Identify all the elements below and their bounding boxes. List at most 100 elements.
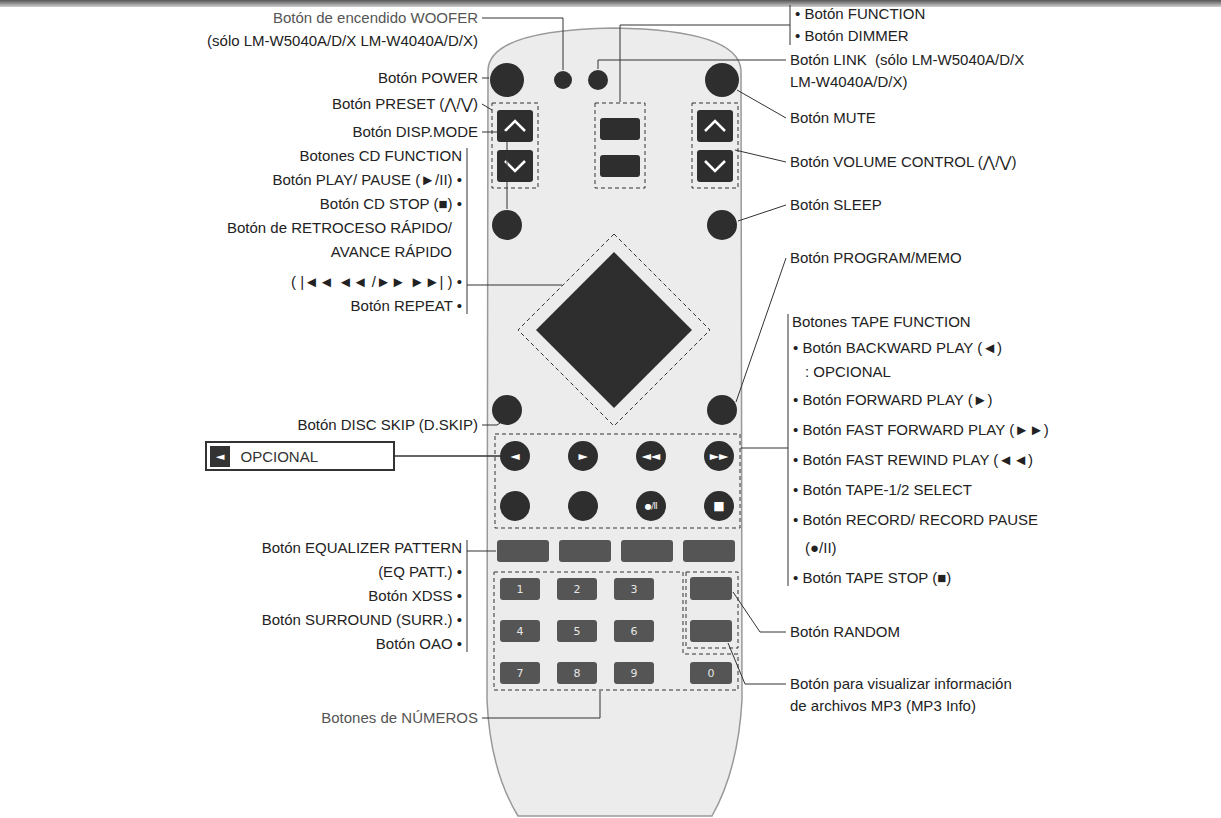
dashed-group	[492, 103, 538, 188]
number-key: 5	[557, 620, 597, 642]
program-button	[707, 395, 737, 425]
key-number: 6	[631, 625, 638, 638]
tape-button	[568, 491, 598, 521]
key-number: 2	[574, 583, 581, 596]
callout-label: Botón XDSS •	[368, 587, 462, 605]
key-number: 7	[517, 667, 524, 680]
leader-lines	[467, 5, 790, 718]
preset-down	[497, 150, 533, 182]
power-button	[490, 63, 524, 97]
callout-label: Botón SURROUND (SURR.) •	[262, 611, 462, 629]
tape-button: ◄	[500, 441, 530, 471]
remote-body	[487, 28, 742, 816]
dashed-group	[595, 103, 645, 188]
callout-label: Botón EQUALIZER PATTERN	[262, 539, 462, 557]
callout-label: Botón DISP.MODE	[352, 123, 478, 141]
callout-label: LM-W4040A/D/X)	[790, 73, 908, 91]
callout-label: • Botón FAST REWIND PLAY (◄◄)	[793, 451, 1033, 469]
callout-label: Botones TAPE FUNCTION	[792, 313, 971, 331]
callout-label: (EQ PATT.) •	[378, 563, 462, 581]
key-number: 4	[517, 625, 524, 638]
key-number: 8	[574, 667, 581, 680]
number-key: 7	[500, 662, 540, 684]
number-key: 1	[500, 578, 540, 600]
callout-label: (●/II)	[805, 539, 837, 557]
callout-label: Botón SLEEP	[790, 196, 882, 214]
callout-label: Botón PROGRAM/MEMO	[790, 249, 962, 267]
callout-label: Botón de RETROCESO RÁPIDO/	[227, 219, 452, 237]
callout-label: Botón DISC SKIP (D.SKIP)	[297, 416, 478, 434]
dashed-group	[495, 434, 740, 528]
dashed-diamond	[518, 234, 710, 426]
tape-button: ◄◄	[636, 441, 666, 471]
number-key: 2	[557, 578, 597, 600]
callout-label: (sólo LM-W5040A/D/X LM-W4040A/D/X)	[207, 32, 478, 50]
volume-up	[697, 110, 733, 142]
callout-label: • Botón BACKWARD PLAY (◄)	[793, 339, 1002, 357]
callout-label: • Botón DIMMER	[795, 27, 909, 45]
down-chevron	[705, 161, 725, 171]
dimmer-button	[600, 155, 640, 177]
down-chevron	[505, 161, 525, 171]
dashed-group	[494, 572, 738, 690]
top-bar	[0, 0, 1221, 7]
up-chevron	[705, 121, 725, 131]
dskip-button	[492, 395, 522, 425]
tape-button: ■	[704, 491, 734, 521]
callout-label: Botón RANDOM	[790, 623, 900, 641]
cd-diamond-pad	[536, 252, 692, 408]
volume-down	[697, 150, 733, 182]
callout-label: • Botón TAPE-1/2 SELECT	[793, 481, 972, 499]
callout-label: Botón CD STOP (■) •	[320, 195, 462, 213]
callout-label: • Botón FAST FORWARD PLAY (►►)	[793, 421, 1049, 439]
callout-label: • Botón RECORD/ RECORD PAUSE	[793, 511, 1038, 529]
dispmode-button	[492, 210, 522, 240]
function-button	[600, 118, 640, 140]
callout-label: AVANCE RÁPIDO	[331, 243, 452, 261]
key-number: 3	[631, 583, 638, 596]
tape-button: ●/II	[636, 491, 666, 521]
callout-text: OPCIONAL	[240, 448, 318, 465]
callout-label: : OPCIONAL	[805, 363, 891, 381]
button-symbol: ►►	[710, 449, 728, 463]
xdss-button	[559, 540, 611, 562]
callout-text: ◄	[210, 446, 230, 467]
callout-label: Botones CD FUNCTION	[299, 147, 462, 165]
optional-callout-box: ◄ OPCIONAL	[205, 441, 395, 471]
mp3info-button	[690, 620, 732, 642]
up-chevron	[505, 121, 525, 131]
button-symbol: ■	[713, 499, 724, 513]
callout-connector	[395, 456, 500, 457]
preset-up	[497, 110, 533, 142]
callout-label: ( |◄◄ ◄◄ /►► ►►| ) •	[291, 273, 462, 291]
callout-label: • Botón TAPE STOP (■)	[793, 569, 951, 587]
number-key: 3	[614, 578, 654, 600]
link-button	[588, 70, 608, 90]
key-number: 5	[574, 625, 581, 638]
key-number: 9	[631, 667, 638, 680]
callout-label: Botón REPEAT •	[351, 297, 462, 315]
callout-label: Botón OAO •	[376, 635, 462, 653]
callout-label: Botón LINK (sólo LM-W5040A/D/X	[790, 51, 1024, 69]
button-symbol: ●/II	[645, 502, 657, 511]
callout-label: Botón PRESET (⋀/⋁)	[332, 95, 478, 113]
number-key: 9	[614, 662, 654, 684]
key-number: 1	[517, 583, 524, 596]
dashed-group	[686, 572, 738, 648]
callout-label: Botón VOLUME CONTROL (⋀/⋁)	[790, 153, 1017, 171]
callout-label: Botones de NÚMEROS	[321, 709, 478, 727]
number-key: 0	[690, 662, 732, 684]
callout-label: Botón de encendido WOOFER	[273, 9, 478, 27]
surround-button	[621, 540, 673, 562]
tape-button: ►►	[704, 441, 734, 471]
tape-button: ►	[568, 441, 598, 471]
number-key: 4	[500, 620, 540, 642]
mute-button	[705, 63, 739, 97]
eq-button	[497, 540, 549, 562]
callout-label: • Botón FORWARD PLAY (►)	[793, 391, 993, 409]
button-symbol: ◄◄	[642, 449, 660, 463]
callout-label: de archivos MP3 (MP3 Info)	[790, 697, 976, 715]
key-number: 0	[708, 667, 715, 680]
